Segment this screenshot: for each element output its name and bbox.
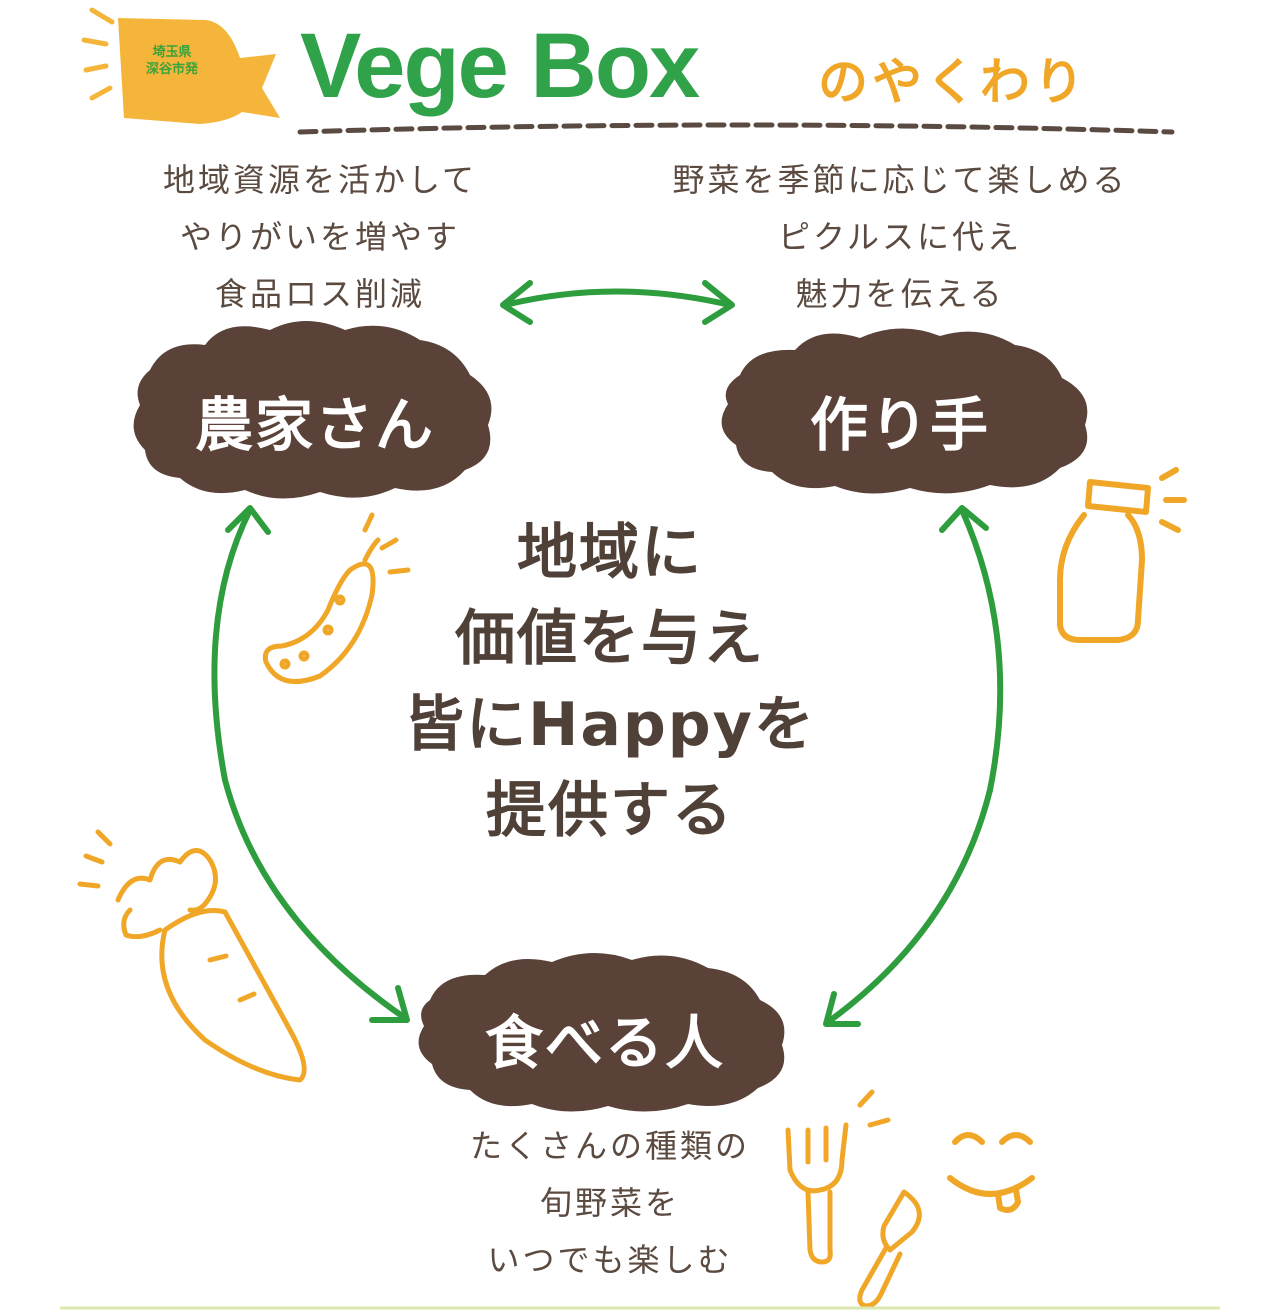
knife-icon bbox=[857, 1189, 922, 1309]
maker-desc-line: 野菜を季節に応じて楽しめる bbox=[672, 161, 1128, 199]
farmer-desc-line: 地域資源を活かして bbox=[162, 161, 478, 199]
eater-blob bbox=[418, 952, 785, 1112]
jar-icon bbox=[1057, 467, 1187, 643]
farmer-label: 農家さん bbox=[194, 391, 435, 459]
fish-flag-icon bbox=[81, 7, 280, 124]
title-underline bbox=[297, 122, 1175, 135]
fish-flag-line-2: 深谷市発 bbox=[145, 62, 198, 77]
maker-blob bbox=[721, 328, 1088, 494]
maker-desc-line: 魅力を伝える bbox=[795, 275, 1005, 313]
farmer-desc-line: 食品ロス削減 bbox=[214, 275, 425, 313]
pickle-icon bbox=[262, 512, 411, 685]
fish-flag-label: 埼玉県 深谷市発 bbox=[132, 44, 212, 78]
farmer-desc-line: やりがいを増やす bbox=[179, 218, 460, 256]
center-message: 地域に 価値を与え 皆にHappyを 提供する bbox=[360, 510, 860, 854]
smile-icon bbox=[947, 1132, 1035, 1213]
eater-description: たくさんの種類の 旬野菜を いつでも楽しむ bbox=[410, 1118, 810, 1289]
center-message-line: 皆にHappyを bbox=[404, 690, 816, 760]
center-message-line: 地域に bbox=[517, 518, 703, 588]
arrow-maker-eater bbox=[823, 505, 1004, 1027]
carrot-icon bbox=[77, 829, 307, 1083]
farmer-blob bbox=[133, 321, 492, 499]
fork-icon bbox=[785, 1089, 891, 1265]
maker-desc-line: ピクルスに代え bbox=[777, 218, 1023, 256]
eater-desc-line: 旬野菜を bbox=[539, 1184, 680, 1222]
arrow-farmer-maker bbox=[500, 280, 735, 325]
center-message-line: 提供する bbox=[486, 776, 734, 846]
eater-desc-line: いつでも楽しむ bbox=[487, 1241, 733, 1279]
maker-description: 野菜を季節に応じて楽しめる ピクルスに代え 魅力を伝える bbox=[640, 152, 1160, 323]
farmer-description: 地域資源を活かして やりがいを増やす 食品ロス削減 bbox=[120, 152, 520, 323]
page-title: Vege Box bbox=[300, 15, 700, 117]
eater-label: 食べる人 bbox=[484, 1009, 725, 1077]
page-subtitle: のやくわり bbox=[818, 53, 1088, 111]
arrow-farmer-eater bbox=[211, 505, 410, 1023]
maker-label: 作り手 bbox=[809, 391, 990, 459]
eater-desc-line: たくさんの種類の bbox=[469, 1127, 750, 1165]
center-message-line: 価値を与え bbox=[455, 604, 765, 674]
fish-flag-line-1: 埼玉県 bbox=[152, 45, 192, 60]
